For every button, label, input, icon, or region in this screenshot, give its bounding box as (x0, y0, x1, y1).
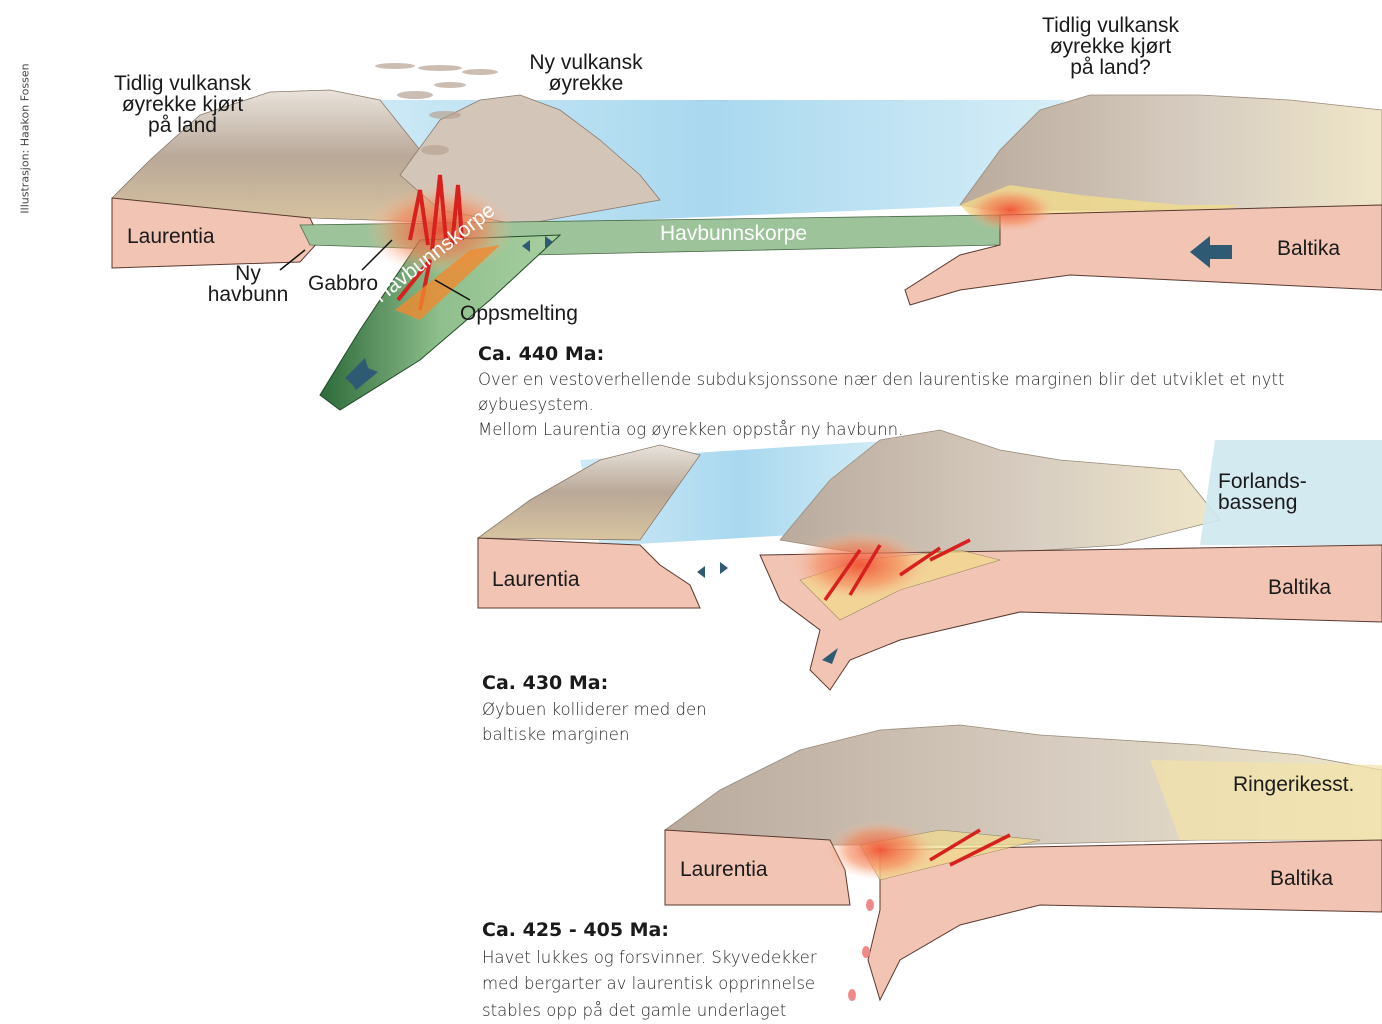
caption-title-2: Ca. 430 Ma: (482, 672, 608, 694)
caption-title-1: Ca. 440 Ma: (478, 343, 604, 365)
label-baltika-1: Baltika (1277, 238, 1340, 259)
caption-body-2: Øybuen kolliderer med den baltiske margi… (482, 698, 782, 748)
melt-zone-2 (790, 530, 930, 600)
spreading-arrow-2a (697, 566, 705, 578)
spreading-arrow-2b (720, 562, 728, 574)
label-baltika-2: Baltika (1268, 577, 1331, 598)
label-left-early-arc: Tidlig vulkansk øyrekke kjørt på land (100, 73, 265, 136)
label-ringerike: Ringerikesst. (1233, 774, 1354, 795)
ringerike-basin-3 (1150, 760, 1382, 840)
label-laurentia-3: Laurentia (680, 859, 768, 880)
label-gabbro: Gabbro (308, 273, 378, 294)
panel-2-block (478, 430, 1382, 690)
caption-body-3: Havet lukkes og forsvinner. Skyvedekker … (482, 945, 842, 1024)
label-baltika-3: Baltika (1270, 868, 1333, 889)
label-oppsmelting: Oppsmelting (460, 303, 578, 324)
illustration-credit: Illustrasjon: Haakon Fossen (19, 59, 32, 219)
label-ny-havbunn: Ny havbunn (198, 263, 298, 305)
melt-zone-right-1 (965, 188, 1055, 232)
caption-body-1: Over en vestoverhellende subduksjonssone… (478, 368, 1378, 442)
label-laurentia-2: Laurentia (492, 569, 580, 590)
caption-title-3: Ca. 425 - 405 Ma: (482, 919, 669, 941)
melt-zone-3 (825, 820, 935, 880)
label-laurentia-1: Laurentia (127, 226, 215, 247)
label-havbunnskorpe-flat: Havbunnskorpe (660, 223, 807, 244)
label-forlandsbasseng: Forlands- basseng (1218, 471, 1307, 513)
label-right-early-arc: Tidlig vulkansk øyrekke kjørt på land? (1028, 15, 1193, 78)
label-new-arc: Ny vulkansk øyrekke (516, 52, 656, 94)
